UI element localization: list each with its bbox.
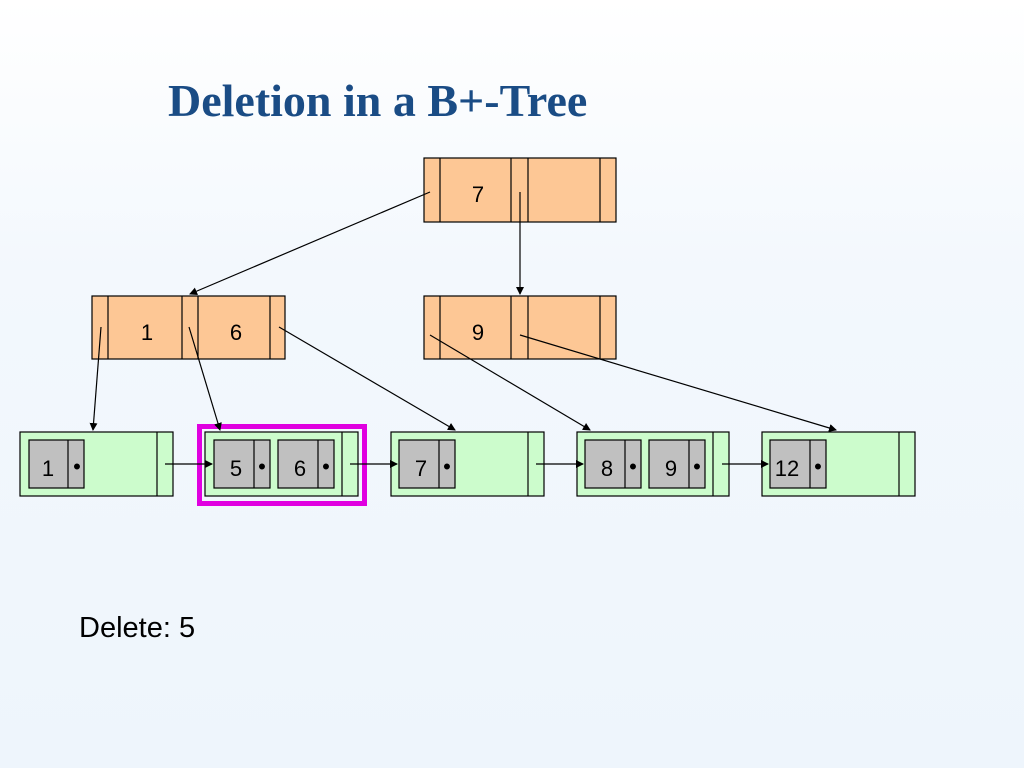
leaf-key: 12 <box>775 456 799 481</box>
pointer-root-to-left <box>189 191 431 295</box>
record-pointer-dot: • <box>73 454 81 479</box>
record-pointer-dot: • <box>322 454 330 479</box>
pointer-left-to-leaf-2 <box>188 326 222 431</box>
leaf-node-4: 8 • 9 • <box>576 431 730 497</box>
internal-left-key-2: 6 <box>230 320 242 345</box>
leaf-key: 7 <box>415 456 427 481</box>
leaf-key: 9 <box>665 456 677 481</box>
leaf-entry-box <box>648 439 706 489</box>
leaf-key: 8 <box>601 456 613 481</box>
leaf-entry-box <box>28 439 85 489</box>
leaf-key: 1 <box>42 456 54 481</box>
leaf-node-3: 7 • <box>390 431 545 497</box>
internal-node-right: 9 <box>423 295 617 360</box>
record-pointer-dot: • <box>629 454 637 479</box>
leaf-key: 6 <box>294 456 306 481</box>
leaf-entry-box <box>277 439 335 489</box>
internal-left-box <box>91 295 286 360</box>
record-pointer-dot: • <box>258 454 266 479</box>
leaf-entry-box <box>398 439 456 489</box>
leaf-node-5: 12 • <box>761 431 916 497</box>
child-pointers <box>89 191 837 432</box>
leaf-key: 5 <box>230 456 242 481</box>
leaf-entry-box <box>769 439 827 489</box>
leaf-node-1: 1 • <box>19 431 174 497</box>
internal-node-left: 1 6 <box>91 295 286 360</box>
pointer-left-to-leaf-1 <box>89 326 102 431</box>
internal-left-key-1: 1 <box>141 320 153 345</box>
pointer-right-to-leaf-5 <box>519 334 837 432</box>
pointer-right-to-leaf-4 <box>429 334 591 431</box>
record-pointer-dot: • <box>814 454 822 479</box>
slide-title: Deletion in a B+-Tree <box>168 75 588 126</box>
root-node: 7 <box>423 157 617 223</box>
operation-caption: Delete: 5 <box>79 612 196 644</box>
leaf-node-2: 5 • 6 • <box>197 424 367 506</box>
leaf-entry-box <box>584 439 642 489</box>
internal-right-key-1: 9 <box>472 320 484 345</box>
leaf-entry-box <box>213 439 271 489</box>
internal-right-box <box>423 295 617 360</box>
highlight-box <box>197 424 367 506</box>
record-pointer-dot: • <box>443 454 451 479</box>
pointer-left-to-leaf-3 <box>278 326 456 431</box>
record-pointer-dot: • <box>693 454 701 479</box>
root-key-1: 7 <box>472 182 484 207</box>
